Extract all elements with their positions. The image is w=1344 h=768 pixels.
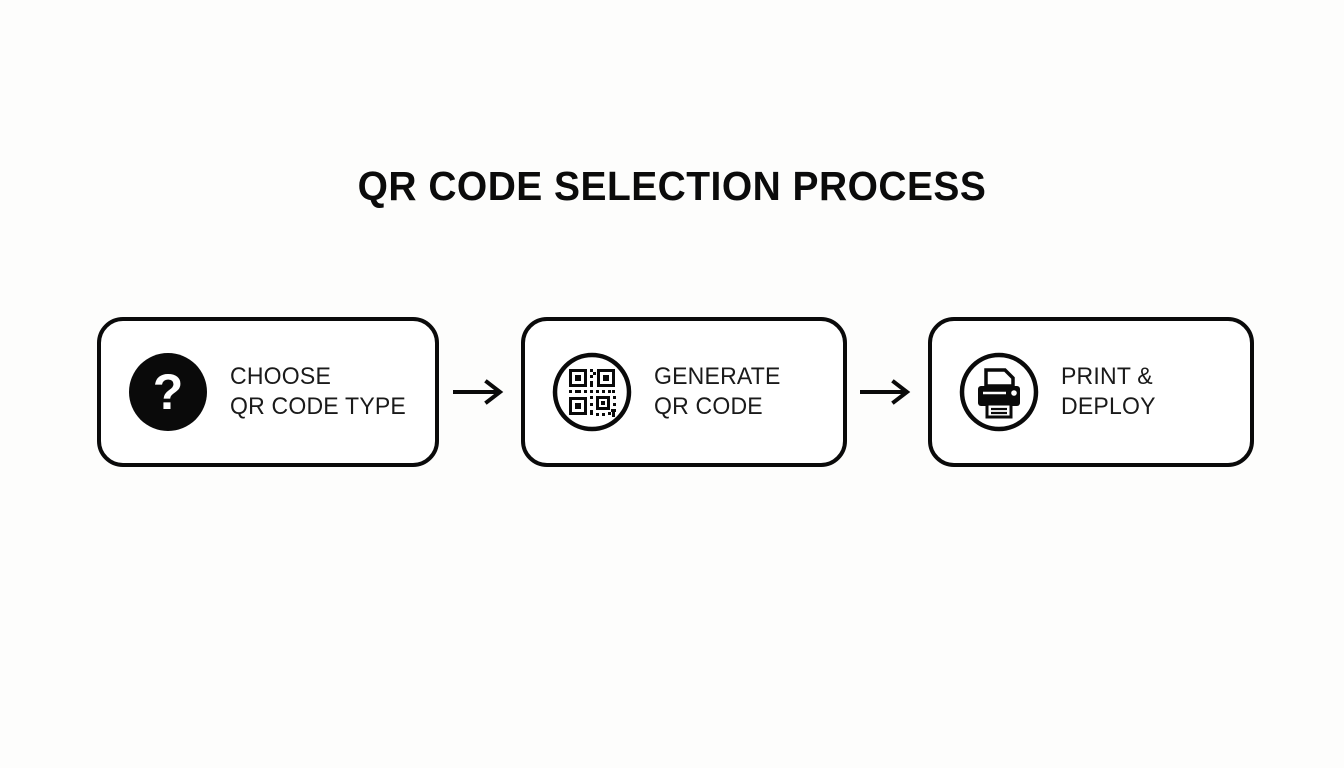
step-card-choose-qr-code-type[interactable]: ? CHOOSE QR CODE TYPE [97,317,439,467]
arrow-right-icon-2 [860,379,914,405]
step-card-print-and-deploy[interactable]: PRINT & DEPLOY [928,317,1254,467]
step-label-3: PRINT & DEPLOY [1061,362,1156,422]
step-label-1: CHOOSE QR CODE TYPE [230,362,406,422]
step-label-2-line2: QR CODE [653,393,763,420]
step-label-1-line1: CHOOSE [230,363,332,390]
step-card-generate-qr-code[interactable]: GENERATE QR CODE [520,317,847,467]
arrow-right-icon-1 [452,379,507,405]
svg-text:?: ? [153,364,184,420]
step-label-2-line1: GENERATE [653,363,781,390]
step-label-2: GENERATE QR CODE [654,362,781,422]
page-title: QR CODE SELECTION PROCESS [357,163,987,209]
step-label-1-line2: QR CODE TYPE [230,393,406,420]
qr-code-circle-icon [552,352,632,432]
step-label-3-line1: PRINT & [1061,363,1153,390]
step-label-3-line2: DEPLOY [1061,393,1156,420]
question-mark-circle-icon: ? [128,352,208,432]
printer-circle-icon [959,352,1039,432]
process-flow: ? CHOOSE QR CODE TYPE [97,317,1254,467]
